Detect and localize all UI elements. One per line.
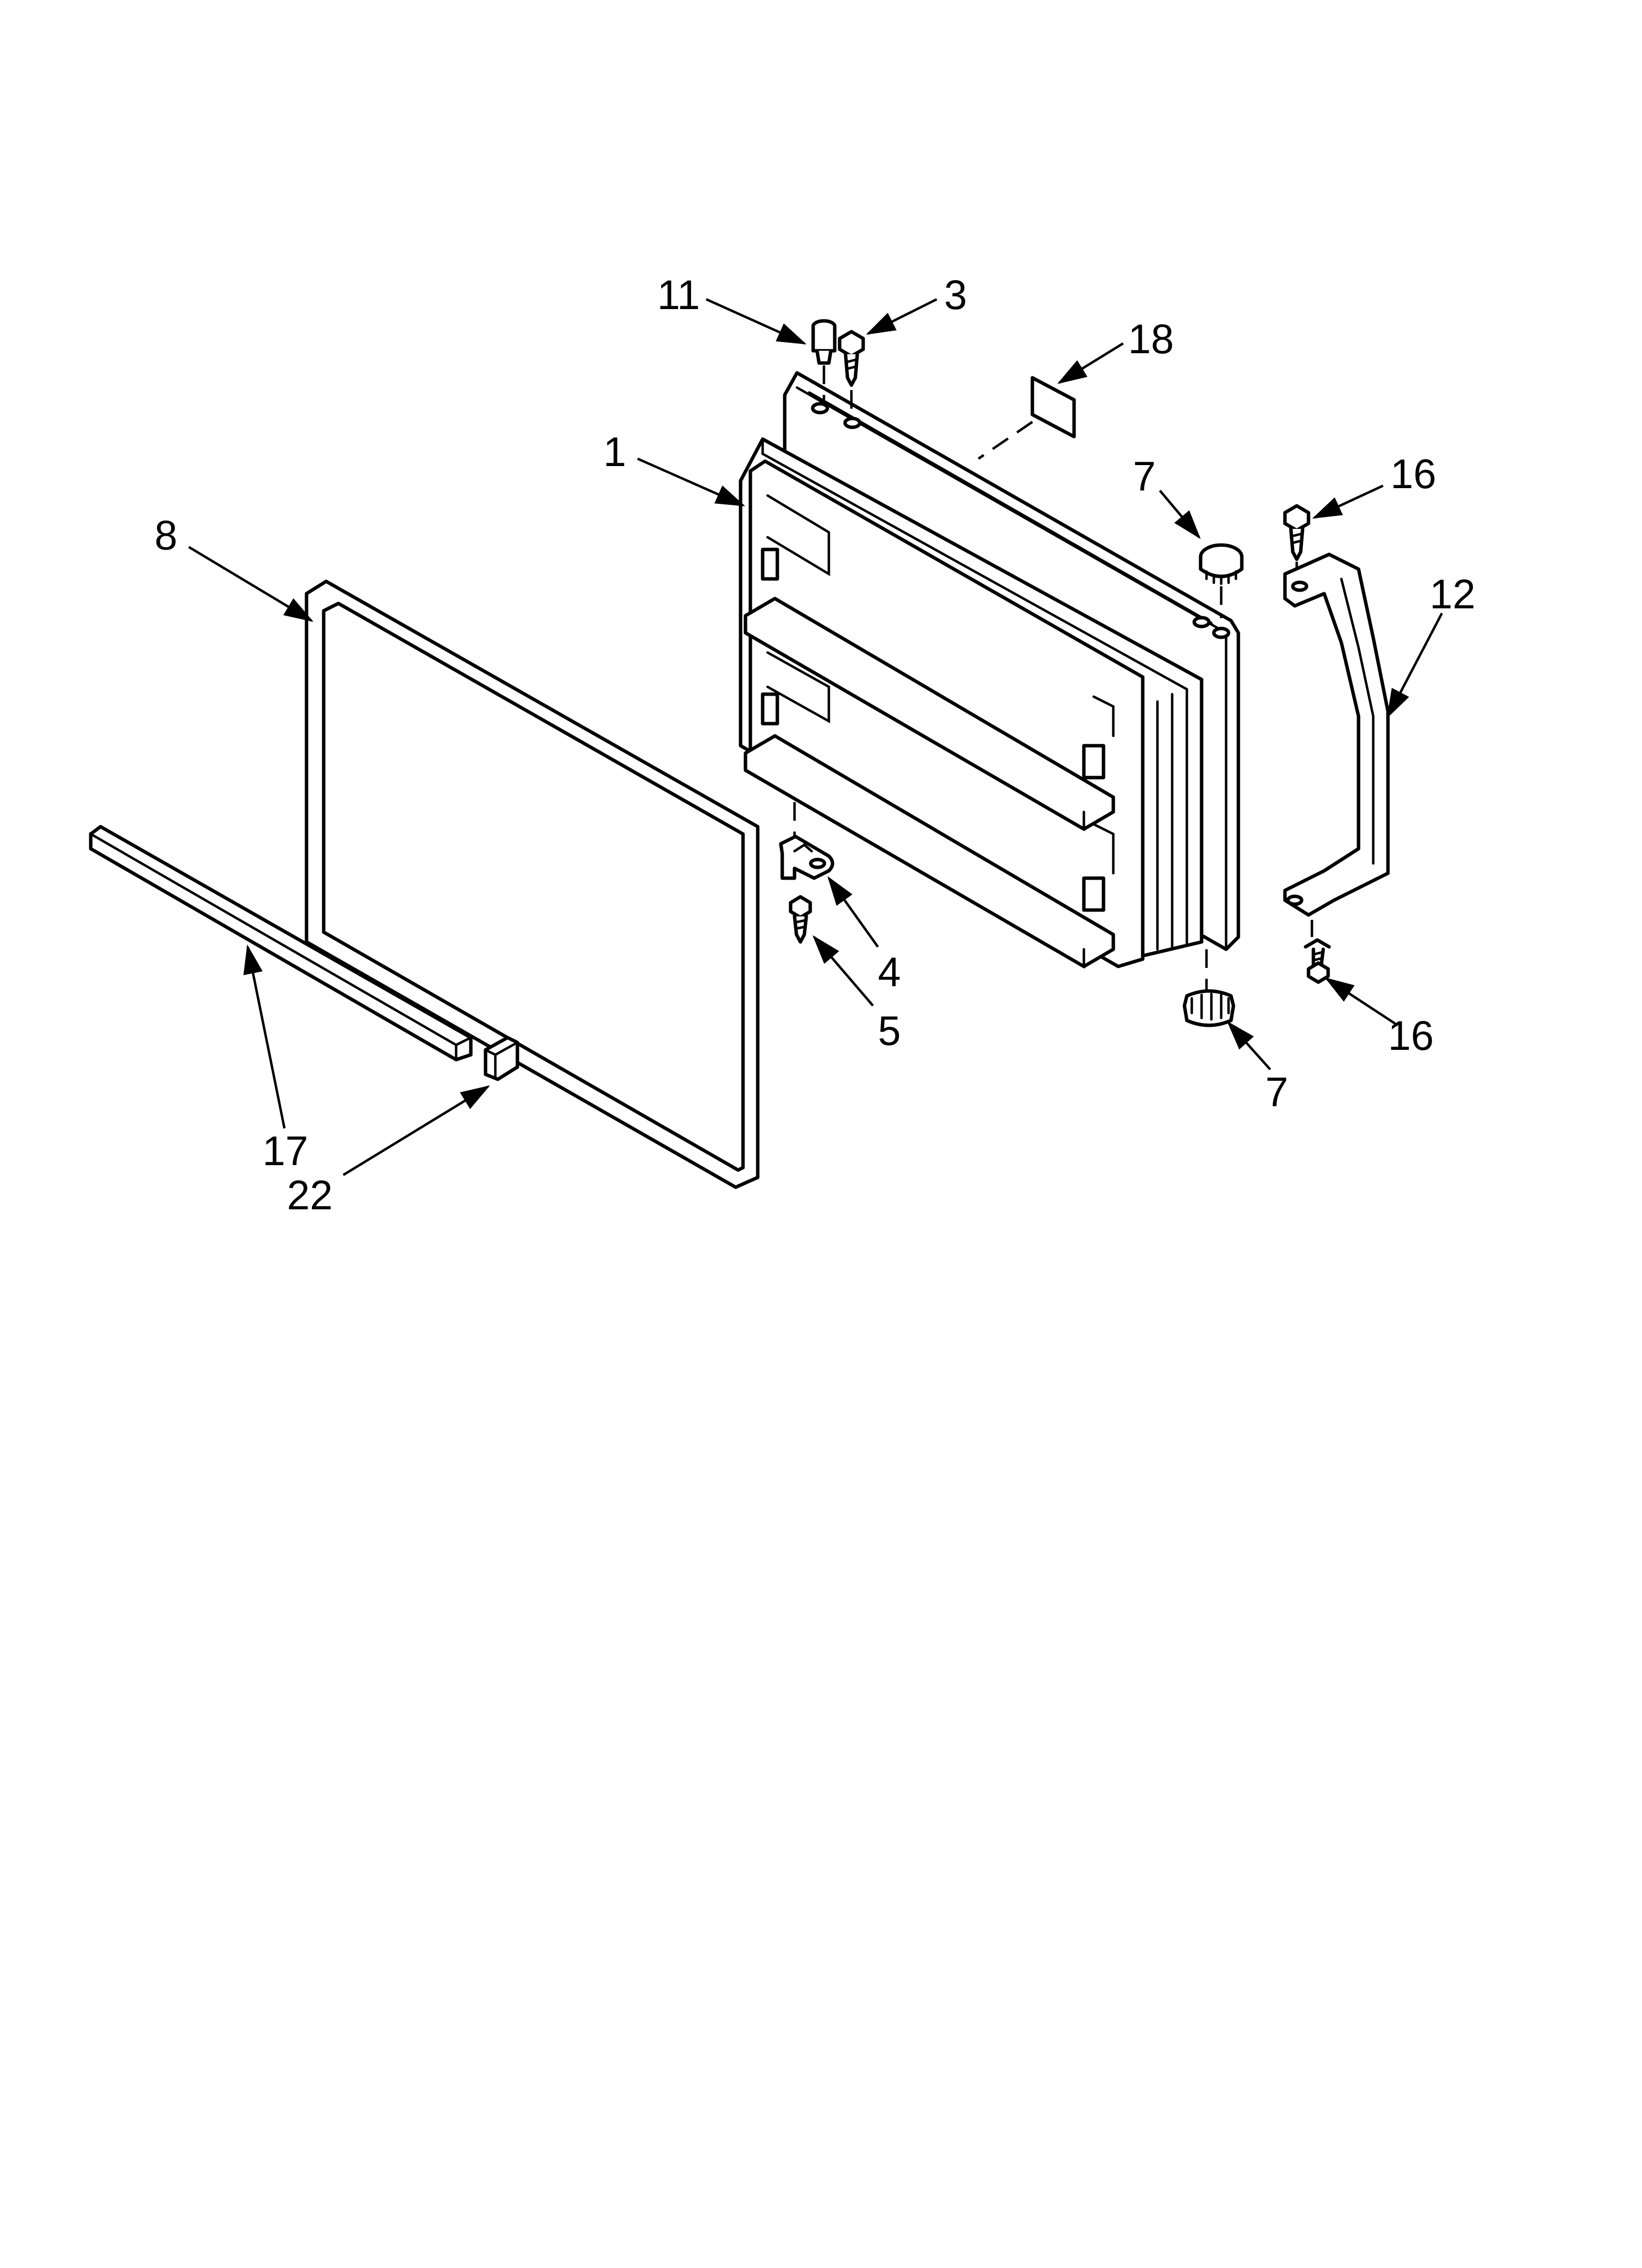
screw-top-part-16 (1283, 504, 1310, 572)
screw-part-3 (838, 330, 865, 417)
callout-labels: 11 3 18 1 7 16 12 8 4 5 16 7 17 22 (154, 272, 1475, 1218)
label-part-18 (977, 376, 1076, 460)
callout-18: 18 (1128, 316, 1174, 362)
leader-1 (637, 457, 745, 507)
leader-4 (827, 876, 879, 948)
hinge-plug-bottom-part-7 (1182, 949, 1235, 1027)
hinge-bracket-part-4 (779, 802, 834, 880)
hinge-plug-part-11 (811, 319, 837, 400)
leader-8 (188, 546, 314, 622)
leader-7-top (1159, 490, 1201, 539)
callout-11: 11 (657, 272, 700, 318)
callout-7-top: 7 (1133, 453, 1156, 499)
hinge-plug-top-part-7 (1199, 543, 1244, 618)
trim-end-cap-part-22 (484, 1036, 519, 1081)
leader-12 (1386, 612, 1443, 719)
leader-22 (342, 1085, 490, 1176)
freezer-door-part-1 (739, 371, 1240, 969)
callout-3: 3 (944, 272, 967, 318)
screw-part-5 (789, 895, 812, 944)
callout-5: 5 (878, 1008, 901, 1054)
leader-7-bottom (1227, 1021, 1271, 1070)
door-trim-part-17 (89, 825, 473, 1062)
callout-4: 4 (878, 949, 901, 995)
door-handle-part-12 (1283, 552, 1390, 917)
leader-3 (866, 298, 938, 335)
leader-16-bottom (1324, 977, 1399, 1027)
door-gasket-part-8 (305, 579, 760, 1189)
leader-17 (243, 944, 286, 1129)
leader-16-top (1312, 484, 1384, 519)
callout-22: 22 (287, 1172, 333, 1218)
callout-12: 12 (1430, 571, 1475, 617)
callout-7-bottom: 7 (1265, 1069, 1288, 1115)
callout-16-bottom: 16 (1388, 1013, 1434, 1059)
screw-bottom-part-16 (1304, 920, 1331, 984)
leader-lines (188, 298, 1443, 1176)
callout-17: 17 (262, 1128, 308, 1174)
callout-1: 1 (603, 429, 626, 475)
callout-8: 8 (154, 512, 178, 558)
leader-18 (1057, 342, 1124, 384)
leader-11 (705, 298, 807, 345)
leader-5 (812, 935, 874, 1007)
callout-16-top: 16 (1390, 451, 1436, 497)
